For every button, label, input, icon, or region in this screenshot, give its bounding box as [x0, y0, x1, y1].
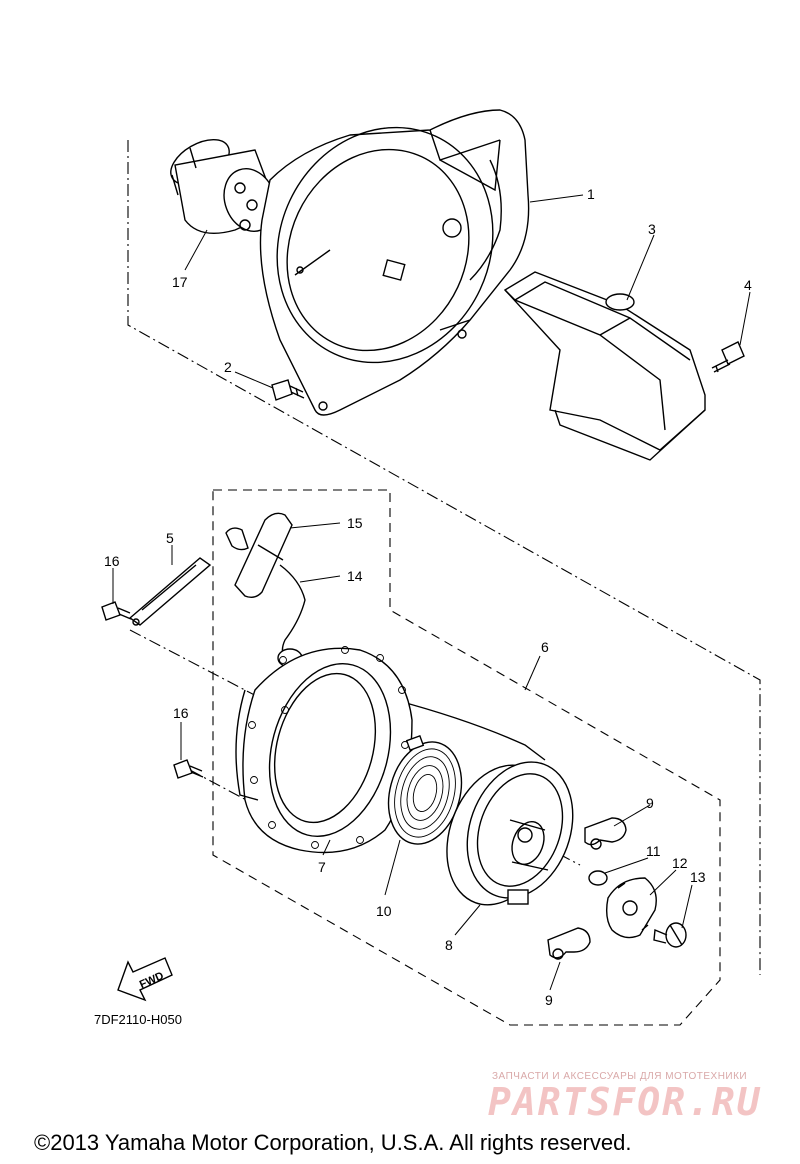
part-15-starter-handle — [225, 512, 293, 599]
callout-8: 8 — [445, 937, 453, 953]
part-8-sheave-drum — [446, 761, 574, 906]
callout-17: 17 — [172, 274, 188, 290]
watermark-logo: PARTSFOR.RU — [488, 1080, 762, 1124]
callout-5: 5 — [166, 530, 174, 546]
part-4-bolt — [711, 341, 745, 373]
part-11-clip — [588, 870, 608, 886]
callout-7: 7 — [318, 859, 326, 875]
callout-14: 14 — [347, 568, 363, 584]
watermark-subtitle: ЗАПЧАСТИ И АКСЕССУАРЫ ДЛЯ МОТОТЕХНИКИ — [492, 1071, 748, 1082]
callout-4: 4 — [744, 277, 752, 293]
copyright-notice: ©2013 Yamaha Motor Corporation, U.S.A. A… — [34, 1130, 632, 1155]
part-16-bolt-lower — [173, 759, 204, 779]
fwd-arrow-icon: FWD — [117, 957, 173, 1002]
callout-2: 2 — [224, 359, 232, 375]
callout-15: 15 — [347, 515, 363, 531]
callout-16-lower: 16 — [173, 705, 189, 721]
alignment-line-upper — [127, 140, 761, 975]
part-1-fan-cover — [259, 109, 530, 416]
part-7-starter-case — [235, 646, 413, 854]
part-13-screw — [653, 922, 687, 948]
callout-16-upper: 16 — [104, 553, 120, 569]
callout-9-upper: 9 — [646, 795, 654, 811]
part-10-recoil-spring — [387, 735, 463, 845]
part-16-bolt-upper — [101, 601, 132, 621]
part-2-bolt — [271, 379, 305, 401]
callout-1: 1 — [587, 186, 595, 202]
callout-10: 10 — [376, 903, 392, 919]
recoil-starter-assembly-box — [212, 489, 721, 1026]
part-17-starter-cup — [170, 138, 277, 234]
callout-3: 3 — [648, 221, 656, 237]
callout-12: 12 — [672, 855, 688, 871]
leader-lines — [112, 194, 751, 991]
part-5-decal-plate — [128, 557, 212, 626]
part-3-duct-bracket — [503, 271, 706, 461]
part-9-pawl-lower — [547, 927, 591, 960]
part-12-drive-plate — [605, 877, 657, 939]
callout-11: 11 — [646, 843, 661, 859]
diagram-reference-code: 7DF2110-H050 — [94, 1012, 182, 1027]
callout-9-lower: 9 — [545, 992, 553, 1008]
callout-13: 13 — [690, 869, 706, 885]
callout-6: 6 — [541, 639, 549, 655]
